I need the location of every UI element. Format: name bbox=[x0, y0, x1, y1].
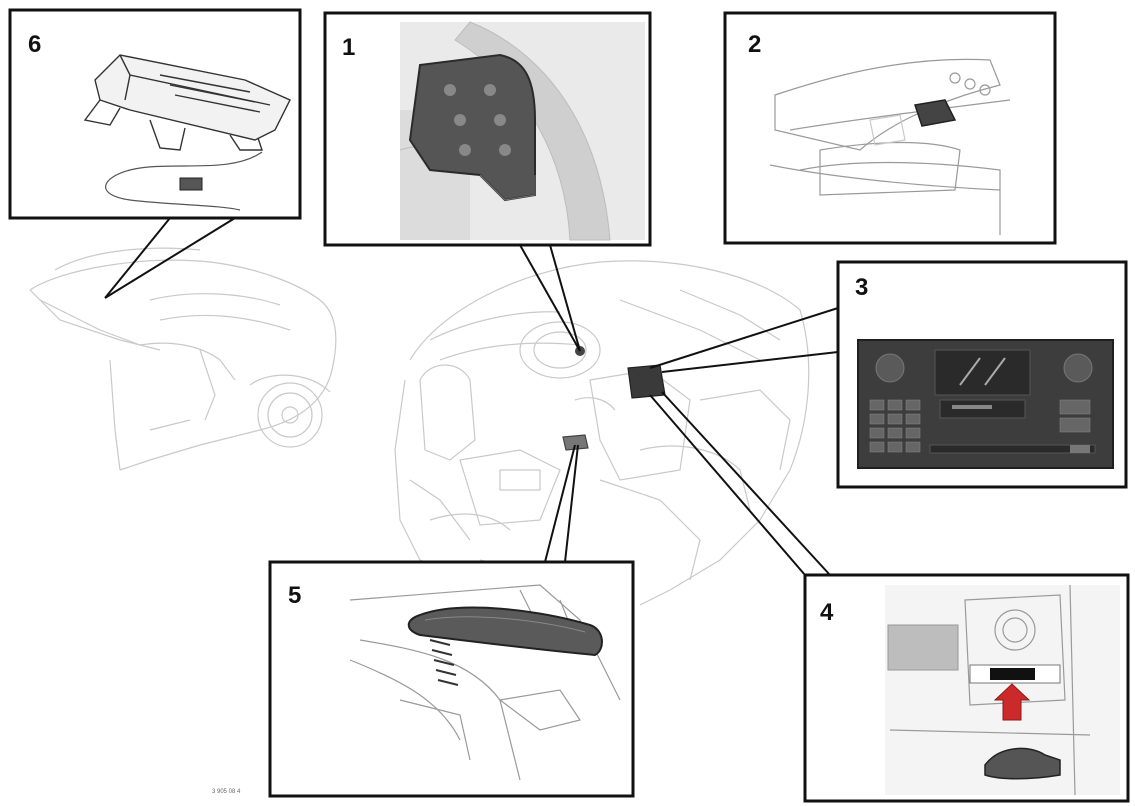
callout-label-6: 6 bbox=[28, 31, 41, 58]
antenna-module-illustration bbox=[83, 54, 291, 211]
center-console-illustration bbox=[885, 584, 1120, 796]
callout-label-4: 4 bbox=[820, 599, 834, 626]
leader-lines bbox=[104, 217, 839, 576]
leader-line-6 bbox=[104, 217, 236, 299]
car-exterior-sketch bbox=[29, 247, 337, 471]
callout-box-1: 1 bbox=[323, 11, 652, 247]
callout-box-2: 2 bbox=[723, 11, 1057, 245]
leader-line-5 bbox=[544, 444, 576, 563]
callout-label-2: 2 bbox=[748, 31, 761, 58]
callout-box-3: 3 bbox=[836, 260, 1128, 489]
audio-panel-illustration bbox=[857, 339, 1114, 469]
callout-box-5: 5 bbox=[268, 560, 635, 798]
callout-box-6: 6 bbox=[8, 8, 302, 220]
leader-line-3 bbox=[649, 307, 839, 369]
callout-label-1: 1 bbox=[342, 34, 355, 61]
leader-line-5b bbox=[564, 444, 579, 563]
leader-line-6b bbox=[104, 217, 171, 299]
callout-label-3: 3 bbox=[855, 274, 868, 301]
overhead-console-illustration bbox=[769, 58, 1011, 235]
leader-line-4b bbox=[661, 391, 831, 576]
callout-box-4: 4 bbox=[803, 573, 1130, 803]
callout-label-5: 5 bbox=[288, 582, 301, 609]
steering-wheel-illustration bbox=[399, 21, 645, 241]
leader-line-4 bbox=[649, 394, 806, 576]
leader-line-1b bbox=[549, 244, 581, 352]
leader-line-3b bbox=[661, 351, 839, 373]
leader-line-1 bbox=[519, 244, 581, 352]
car-interior-sketch bbox=[394, 260, 810, 606]
armrest-handset-illustration bbox=[349, 584, 621, 781]
image-reference-code: 3 905 08 4 bbox=[212, 789, 241, 795]
